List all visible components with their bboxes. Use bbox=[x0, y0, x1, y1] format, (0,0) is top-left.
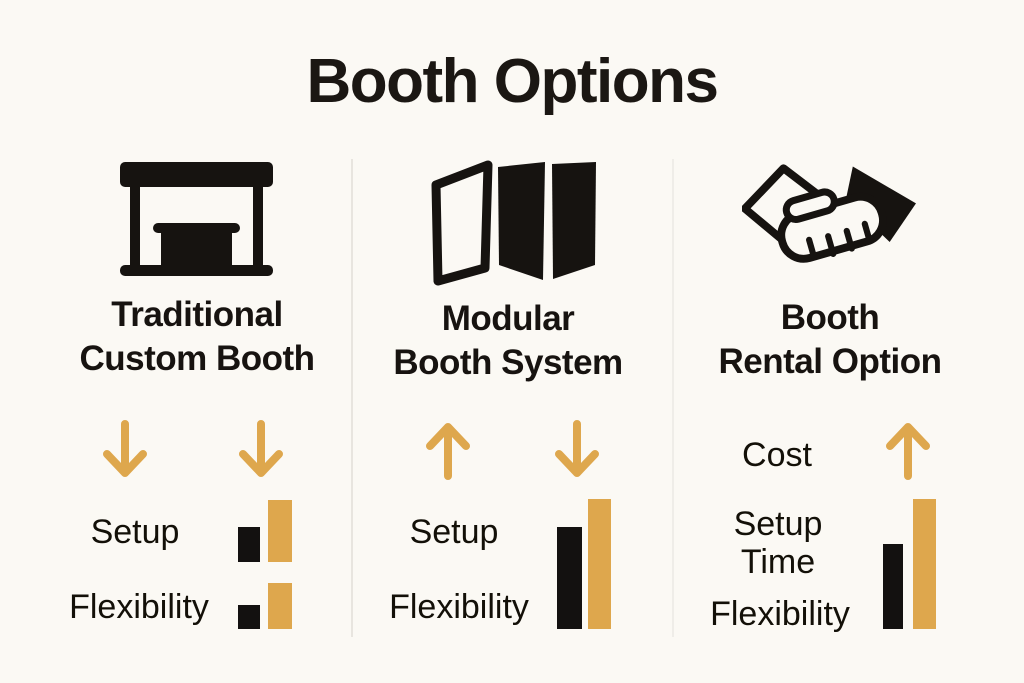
column-title-line: Rental Option bbox=[718, 342, 942, 381]
trend-arrow-down-icon bbox=[103, 420, 147, 480]
trend-arrow-up-icon bbox=[886, 420, 930, 480]
column-title-line: Custom Booth bbox=[79, 339, 315, 378]
metric-label-line: Setup bbox=[733, 505, 823, 543]
metric-bar-gold bbox=[268, 500, 292, 562]
metric-bar-black bbox=[238, 605, 260, 629]
column-title-line: Booth System bbox=[393, 343, 623, 382]
column-divider bbox=[351, 159, 353, 637]
column-title-traditional-custom-booth: Traditional Custom Booth bbox=[37, 293, 357, 381]
trend-arrow-down-icon bbox=[239, 420, 283, 480]
handshake-icon bbox=[742, 164, 916, 263]
metric-label-flexibility: Flexibility bbox=[389, 588, 529, 626]
metric-label-setup: Setup bbox=[90, 513, 180, 551]
page-title: Booth Options bbox=[306, 47, 719, 116]
column-title-line: Traditional bbox=[111, 295, 283, 334]
metric-bar-black bbox=[557, 527, 582, 629]
metric-label-setup-time: Setup Time bbox=[668, 505, 888, 581]
metric-bar-black bbox=[883, 544, 903, 629]
column-divider bbox=[672, 159, 674, 637]
folding-panels-icon bbox=[431, 160, 596, 286]
metric-label-flexibility: Flexibility bbox=[710, 595, 850, 633]
metric-label-setup: Setup bbox=[409, 513, 499, 551]
metric-label-cost: Cost bbox=[742, 436, 812, 474]
trend-arrow-up-icon bbox=[426, 420, 470, 480]
metric-bar-gold bbox=[268, 583, 292, 629]
column-title-modular-booth-system: Modular Booth System bbox=[348, 297, 668, 385]
trend-arrow-down-icon bbox=[555, 420, 599, 480]
column-title-line: Booth bbox=[780, 298, 880, 337]
column-title-line: Modular bbox=[441, 299, 575, 338]
metric-bar-gold bbox=[588, 499, 611, 629]
trade-show-booth-icon bbox=[120, 162, 273, 276]
metric-bar-gold bbox=[913, 499, 936, 629]
metric-bar-black bbox=[238, 527, 260, 562]
metric-label-flexibility: Flexibility bbox=[69, 588, 209, 626]
metric-label-line: Time bbox=[740, 543, 816, 581]
column-title-booth-rental-option: Booth Rental Option bbox=[670, 296, 990, 384]
